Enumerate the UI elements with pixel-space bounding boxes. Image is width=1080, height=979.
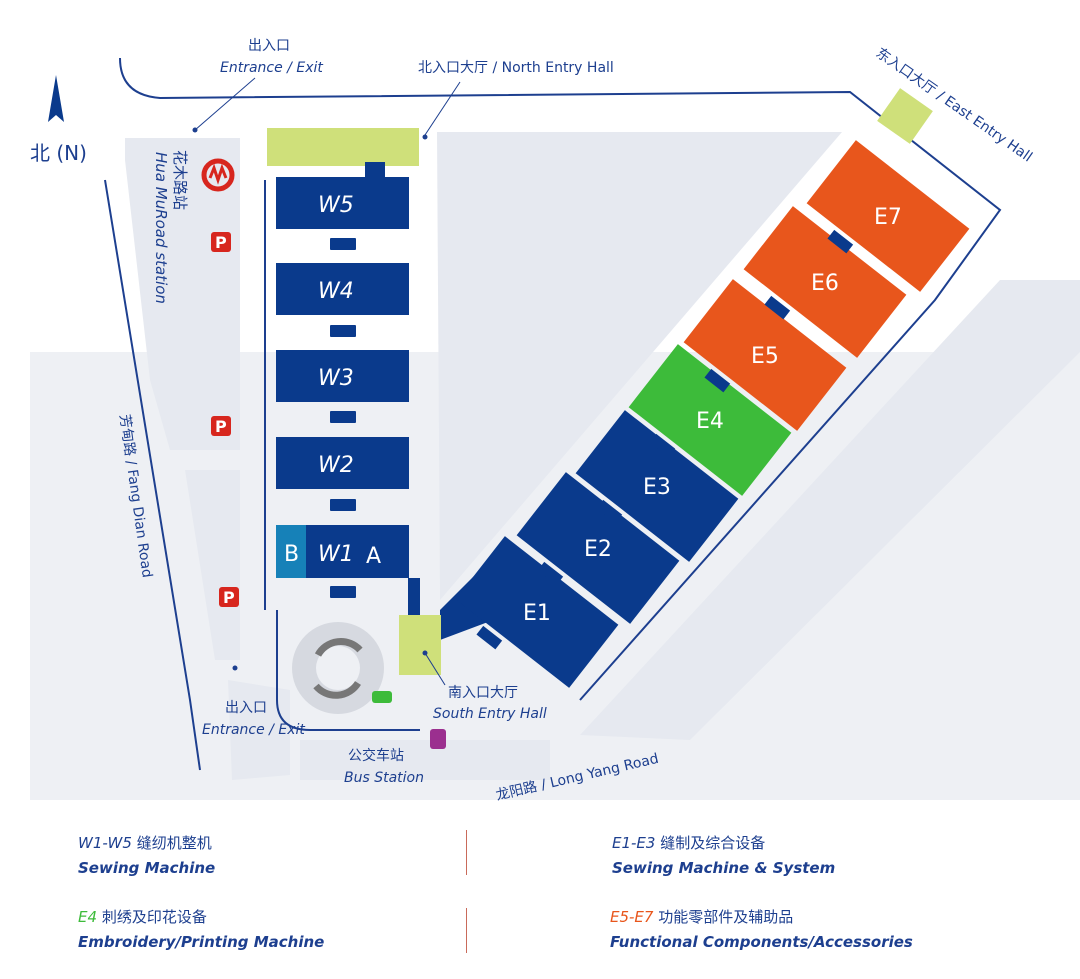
south-entry-hall <box>399 615 441 675</box>
truck-icon <box>704 368 731 393</box>
legend-item-e5-e7: E5-E7 功能零部件及辅助品 Functional Components/Ac… <box>610 908 913 951</box>
hall-w3 <box>276 350 409 402</box>
south-entrance-cn: 出入口 <box>225 700 267 716</box>
svg-text:P: P <box>215 233 227 252</box>
legend-item-e1-e3: E1-E3 缝制及综合设备 Sewing Machine & System <box>612 834 836 877</box>
hall-e5: E5 <box>683 279 847 431</box>
hall-e1: E1 <box>455 536 619 688</box>
svg-text:P: P <box>223 588 235 607</box>
legend-code: E1-E3 <box>612 834 656 852</box>
svg-text:W5: W5 <box>318 193 354 218</box>
legend-item-w: W1-W5 缝纫机整机 Sewing Machine <box>78 834 216 877</box>
ground-areas <box>30 132 1080 800</box>
north-entrance-cn: 出入口 <box>248 38 290 54</box>
truck-icon <box>649 433 676 458</box>
truck-icons <box>330 238 356 598</box>
legend-code: W1-W5 <box>78 834 132 852</box>
metro-icon <box>201 158 235 192</box>
hall-w1-section-b <box>276 525 306 578</box>
east-halls: E1 E2 E3 E4 E5 E6 E7 <box>455 140 970 688</box>
north-arrow-icon <box>48 75 64 122</box>
roads <box>104 57 1002 771</box>
south-hall-en: South Entry Hall <box>433 706 547 722</box>
bus-icon <box>430 729 446 749</box>
hall-label: E7 <box>874 205 902 230</box>
north-entry-hall <box>267 128 419 166</box>
truck-icon <box>764 295 791 320</box>
svg-text:W1: W1 <box>318 542 354 567</box>
hall-label: E1 <box>523 601 551 626</box>
north-entry-hall-label: 北入口大厅 / North Entry Hall <box>418 60 614 76</box>
hall-e4: E4 <box>628 344 792 496</box>
legend-code: E4 <box>78 908 98 926</box>
bus-station-en: Bus Station <box>344 770 424 786</box>
truck-icon <box>827 229 854 254</box>
hall-e3: E3 <box>575 410 739 562</box>
metro-cn: 花木路站 <box>171 150 189 210</box>
legend-code: E5-E7 <box>610 908 654 926</box>
north-entrance-en: Entrance / Exit <box>220 60 323 76</box>
parking-icons: P P P <box>211 232 239 607</box>
legend-divider <box>466 908 467 953</box>
hall-label: E4 <box>696 409 724 434</box>
svg-text:W4: W4 <box>318 279 354 304</box>
hall-label: E2 <box>584 537 612 562</box>
svg-text:W3: W3 <box>318 366 354 391</box>
truck-icon <box>537 561 564 586</box>
hall-w5 <box>276 177 409 229</box>
hall-e2: E2 <box>516 472 680 624</box>
south-hall-cn: 南入口大厅 <box>448 685 518 701</box>
svg-text:W2: W2 <box>318 453 354 478</box>
truck-icon <box>596 499 623 524</box>
svg-text:B: B <box>284 542 299 567</box>
south-entrance-en: Entrance / Exit <box>202 722 305 738</box>
hall-label: E6 <box>811 271 839 296</box>
hall-label: E5 <box>751 344 779 369</box>
hall-e7: E7 <box>806 140 970 292</box>
legend-item-e4: E4 刺绣及印花设备 Embroidery/Printing Machine <box>78 908 325 951</box>
hall-label: E3 <box>643 475 671 500</box>
compass-label: 北 (N) <box>30 141 87 165</box>
hall-w4 <box>276 263 409 315</box>
taxi-icon <box>372 691 392 703</box>
svg-text:A: A <box>366 544 381 569</box>
metro-en: Hua MuRoad station <box>152 152 170 304</box>
bus-station-cn: 公交车站 <box>348 747 404 764</box>
legend-divider <box>466 830 467 875</box>
west-halls: W5 W4 W3 W2 B W1 A <box>276 162 420 616</box>
truck-icon <box>476 625 503 650</box>
east-entry-hall <box>877 88 933 144</box>
roundabout-icon <box>313 638 363 699</box>
hall-e6: E6 <box>743 206 907 358</box>
hall-w2 <box>276 437 409 489</box>
svg-text:P: P <box>215 417 227 436</box>
